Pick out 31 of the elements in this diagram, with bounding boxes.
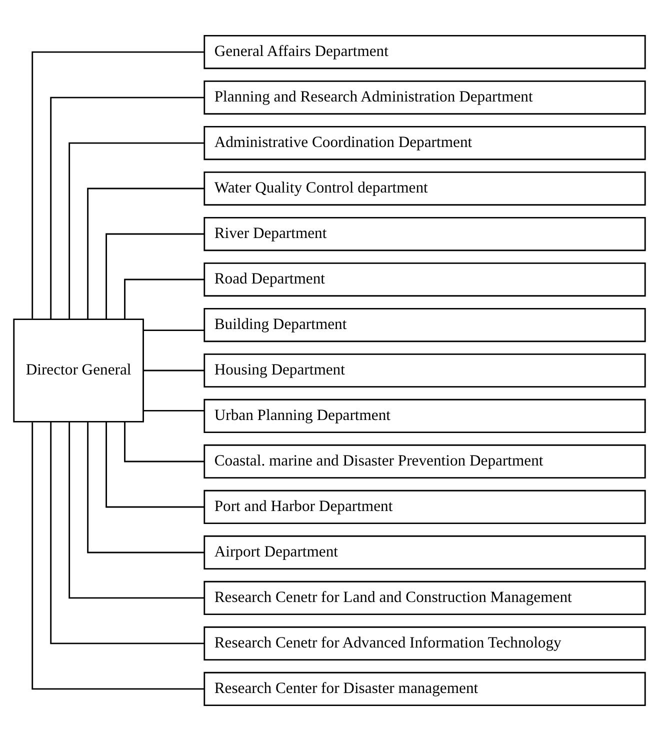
connector: [124, 421, 204, 462]
connector: [50, 96, 204, 319]
connector: [32, 422, 204, 690]
connector: [143, 329, 204, 331]
node-box: Research Cenetr for Land and Construction Management: [204, 580, 646, 615]
node-box: Planning and Research Administration Department: [204, 80, 646, 114]
connector: [32, 50, 204, 318]
connector: [143, 409, 204, 411]
connector: [68, 142, 204, 318]
node-box: Administrative Coordination Department: [204, 125, 646, 160]
node-box: Port and Harbor Department: [204, 489, 646, 524]
connector: [124, 278, 204, 319]
connector: [143, 369, 204, 371]
node-box: Urban Planning Department: [204, 398, 646, 433]
connector: [106, 421, 204, 508]
node-box: Road Department: [204, 262, 646, 296]
connector: [87, 187, 204, 318]
node-box: Coastal. marine and Disaster Prevention Department: [204, 444, 646, 478]
connector: [50, 421, 204, 644]
node-box: Water Quality Control department: [204, 170, 646, 206]
node-box: Research Center for Disaster management: [204, 671, 646, 706]
node-box: River Department: [204, 216, 646, 251]
node-box: Director General: [13, 318, 144, 422]
node-box: General Affairs Department: [204, 34, 646, 69]
node-box: Building Department: [204, 307, 646, 342]
node-box: Research Cenetr for Advanced Information Technology: [204, 626, 646, 660]
connector: [68, 422, 204, 598]
connector: [106, 232, 204, 319]
node-box: Airport Department: [204, 534, 646, 570]
node-box: Housing Department: [204, 352, 646, 388]
connector: [87, 422, 204, 553]
